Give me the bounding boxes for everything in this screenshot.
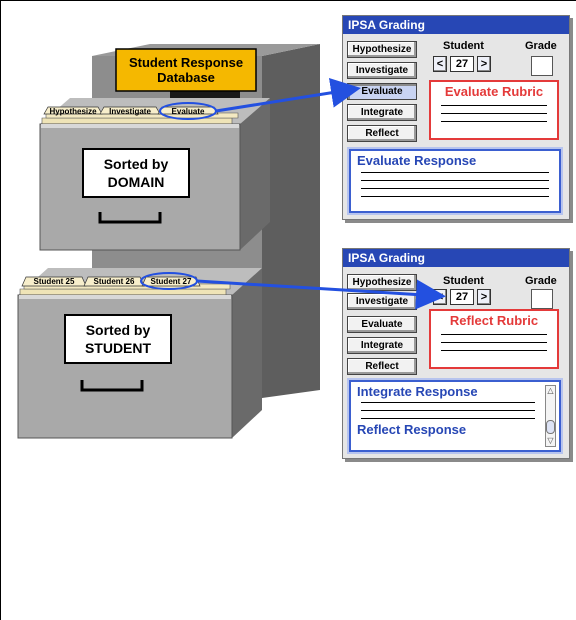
response-scrollbar[interactable]: △ ▽: [545, 385, 556, 447]
student-label: Student: [443, 40, 484, 52]
rubric-line: [441, 342, 547, 343]
student-prev-button[interactable]: <: [433, 56, 447, 72]
response-line: [361, 172, 549, 173]
tab-investigate: Investigate: [109, 107, 151, 116]
frame-left-line: [0, 0, 1, 620]
window-title: IPSA Grading: [343, 249, 569, 267]
tab-student-26: Student 26: [93, 277, 135, 286]
arrow-evaluate-to-window: [215, 77, 361, 113]
filing-cabinet: Student Response Database Hypothesize In…: [0, 0, 340, 460]
bottom-drawer-label-line2: STUDENT: [84, 340, 152, 356]
tab-student-25: Student 25: [33, 277, 75, 286]
response-line: [361, 180, 549, 181]
frame-top-line: [0, 0, 576, 1]
reflect-response-title: Reflect Response: [357, 422, 467, 437]
response-line: [361, 188, 549, 189]
student-number-field[interactable]: 27: [450, 56, 474, 72]
evaluate-button[interactable]: Evaluate: [347, 316, 417, 333]
student-next-button[interactable]: >: [477, 289, 491, 305]
bottom-drawer-label-line1: Sorted by: [85, 322, 151, 338]
student-stepper: < 27 >: [433, 56, 495, 72]
rubric-line: [441, 334, 547, 335]
rubric-title: Evaluate Rubric: [444, 84, 544, 99]
rubric-line: [441, 113, 547, 114]
rubric-line: [441, 350, 547, 351]
tab-evaluate: Evaluate: [171, 107, 205, 116]
database-label-line2: Database: [157, 70, 215, 85]
window-title: IPSA Grading: [343, 16, 569, 34]
response-line: [361, 418, 535, 419]
reflect-button[interactable]: Reflect: [347, 358, 417, 375]
top-drawer-label-line2: DOMAIN: [107, 174, 165, 190]
integrate-button[interactable]: Integrate: [347, 337, 417, 354]
response-line: [361, 196, 549, 197]
response-line: [361, 410, 535, 411]
top-drawer-label: Sorted by DOMAIN: [82, 148, 190, 198]
response-title: Evaluate Response: [357, 153, 477, 168]
student-label: Student: [443, 275, 484, 287]
tab-hypothesize: Hypothesize: [49, 107, 97, 116]
hypothesize-button[interactable]: Hypothesize: [347, 41, 417, 58]
scroll-thumb[interactable]: [546, 420, 555, 434]
student-next-button[interactable]: >: [477, 56, 491, 72]
grade-label: Grade: [525, 40, 557, 52]
evaluate-button[interactable]: Evaluate: [347, 83, 417, 100]
integrate-button[interactable]: Integrate: [347, 104, 417, 121]
arrow-student27-to-window: [196, 279, 446, 310]
cabinet-drawing: [17, 44, 320, 439]
integrate-response-title: Integrate Response: [357, 384, 478, 399]
rubric-panel: Reflect Rubric: [429, 309, 559, 369]
grade-label: Grade: [525, 275, 557, 287]
reflect-button[interactable]: Reflect: [347, 125, 417, 142]
grade-field[interactable]: [531, 289, 553, 309]
database-label: Student Response Database: [116, 49, 256, 91]
rubric-title: Reflect Rubric: [449, 313, 539, 328]
rubric-line: [441, 121, 547, 122]
scroll-up-icon[interactable]: △: [547, 386, 554, 395]
top-drawer-label-line1: Sorted by: [103, 156, 169, 172]
ipsa-grading-window-top: IPSA Grading Hypothesize Investigate Eva…: [342, 15, 570, 220]
bottom-drawer-label: Sorted by STUDENT: [64, 314, 172, 364]
rubric-panel: Evaluate Rubric: [429, 80, 559, 140]
response-line: [361, 402, 535, 403]
response-panel[interactable]: Evaluate Response: [349, 149, 561, 213]
response-panel[interactable]: Integrate Response Reflect Response △ ▽: [349, 380, 561, 452]
database-label-line1: Student Response: [128, 55, 244, 70]
scroll-down-icon[interactable]: ▽: [547, 436, 554, 445]
investigate-button[interactable]: Investigate: [347, 62, 417, 79]
student-number-field[interactable]: 27: [450, 289, 474, 305]
rubric-line: [441, 105, 547, 106]
tab-student-27: Student 27: [150, 277, 192, 286]
grade-field[interactable]: [531, 56, 553, 76]
db-label-bg: [115, 48, 257, 92]
ipsa-grading-window-bottom: IPSA Grading Hypothesize Investigate Eva…: [342, 248, 570, 459]
